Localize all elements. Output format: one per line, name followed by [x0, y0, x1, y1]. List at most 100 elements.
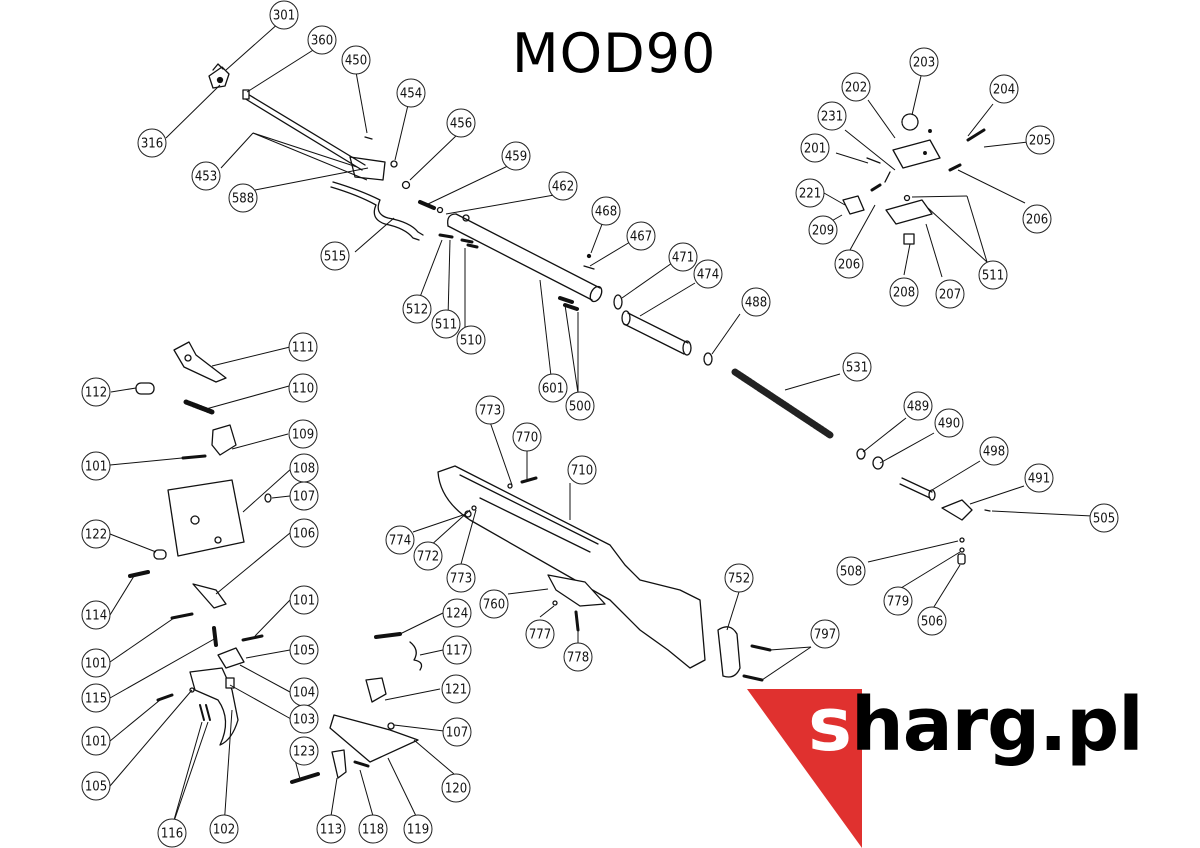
callout-number: 107	[293, 490, 315, 505]
callout-101: 101	[81, 726, 111, 756]
callout-120: 120	[441, 773, 471, 803]
callout-circle	[741, 287, 771, 317]
callout-circle	[1089, 503, 1119, 533]
callout-111: 111	[288, 332, 318, 362]
callout-number: 710	[571, 464, 593, 479]
callout-circle	[909, 47, 939, 77]
front-sight-part	[208, 63, 230, 89]
callout-588: 588	[228, 183, 258, 213]
end-plug-part	[941, 499, 973, 521]
callout-circle	[842, 352, 872, 382]
brand-logo	[747, 689, 862, 848]
callout-number: 109	[292, 428, 314, 443]
compression-tube-part	[447, 213, 603, 303]
callout-number: 505	[1093, 512, 1115, 527]
callout-circle	[289, 585, 319, 615]
callout-778: 778	[563, 642, 593, 672]
callout-500: 500	[565, 391, 595, 421]
callout-circle	[137, 128, 167, 158]
callout-114: 114	[81, 600, 111, 630]
callout-circle	[800, 133, 830, 163]
callout-circle	[81, 683, 111, 713]
callout-301: 301	[269, 0, 299, 30]
callout-number: 588	[232, 192, 254, 207]
callout-circle	[289, 518, 319, 548]
callout-circle	[834, 249, 864, 279]
callout-circle	[288, 332, 318, 362]
model-title: MOD90	[512, 22, 717, 85]
callout-206: 206	[1022, 204, 1052, 234]
callout-103: 103	[289, 704, 319, 734]
callout-number: 231	[821, 110, 843, 125]
callout-circle	[889, 277, 919, 307]
callout-circle	[979, 436, 1009, 466]
barrel-part	[242, 89, 386, 181]
callout-circle	[341, 45, 371, 75]
callout-circle	[289, 635, 319, 665]
callout-circle	[512, 422, 542, 452]
callout-number: 121	[445, 683, 467, 698]
callout-circle	[288, 373, 318, 403]
callout-circle	[442, 635, 472, 665]
callout-number: 531	[846, 361, 868, 376]
callout-471: 471	[668, 242, 698, 272]
callout-circle	[320, 241, 350, 271]
callout-circle	[442, 717, 472, 747]
callout-113: 113	[316, 814, 346, 844]
callout-512: 512	[402, 294, 432, 324]
callout-779: 779	[883, 586, 913, 616]
callout-123: 123	[289, 736, 319, 766]
callout-circle	[693, 259, 723, 289]
butt-pad-part	[717, 626, 741, 678]
callout-number: 508	[840, 565, 862, 580]
callout-number: 101	[85, 735, 107, 750]
callout-number: 601	[542, 382, 564, 397]
callout-number: 301	[273, 9, 295, 24]
callout-number: 207	[939, 288, 961, 303]
callout-505: 505	[1089, 503, 1119, 533]
callout-101: 101	[81, 451, 111, 481]
callout-number: 450	[345, 54, 367, 69]
callout-number: 474	[697, 268, 719, 283]
callout-circle	[431, 309, 461, 339]
callout-circle	[396, 78, 426, 108]
callout-circle	[1022, 204, 1052, 234]
callout-106: 106	[289, 518, 319, 548]
callout-221: 221	[795, 178, 825, 208]
callout-105: 105	[81, 771, 111, 801]
callout-number: 797	[814, 628, 836, 643]
callout-number: 489	[907, 400, 929, 415]
trigger-group-parts	[128, 341, 423, 784]
callout-circle	[289, 704, 319, 734]
callout-102: 102	[209, 814, 239, 844]
callout-number: 208	[893, 286, 915, 301]
callout-circle	[446, 108, 476, 138]
callout-circle	[1025, 125, 1055, 155]
callout-circle	[456, 325, 486, 355]
callout-467: 467	[626, 221, 656, 251]
callout-circle	[1024, 463, 1054, 493]
callout-number: 119	[407, 823, 429, 838]
callout-773: 773	[475, 395, 505, 425]
callout-number: 103	[293, 713, 315, 728]
callout-number: 510	[460, 334, 482, 349]
callout-115: 115	[81, 683, 111, 713]
callout-456: 456	[446, 108, 476, 138]
callout-number: 101	[85, 460, 107, 475]
callout-511: 511	[431, 309, 461, 339]
callout-453: 453	[191, 161, 221, 191]
callout-number: 462	[552, 180, 574, 195]
callout-number: 206	[838, 258, 860, 273]
callout-circle	[565, 391, 595, 421]
callout-number: 116	[161, 827, 183, 842]
callout-108: 108	[289, 453, 319, 483]
callout-circle	[525, 619, 555, 649]
callout-circle	[903, 391, 933, 421]
callout-number: 202	[845, 81, 867, 96]
callout-labels: 3013604504544564594624684674714744883164…	[81, 0, 1119, 848]
parts-artwork	[128, 63, 991, 784]
callout-circle	[817, 101, 847, 131]
ring-part	[390, 160, 398, 168]
spring-guide-part	[899, 477, 933, 499]
